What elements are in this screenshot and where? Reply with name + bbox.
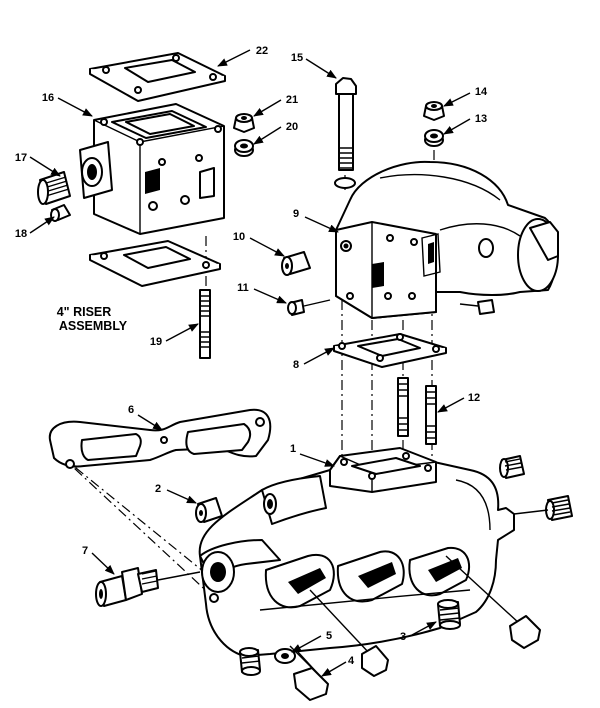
part-12-studs (397, 377, 437, 445)
callout-7: 7 (82, 545, 88, 557)
callout-12: 12 (468, 392, 480, 404)
callout-15: 15 (291, 52, 303, 64)
callout-21: 21 (286, 94, 298, 106)
part-4-bolt (289, 645, 329, 701)
part-22-top-riser-gasket (89, 52, 226, 102)
callout-6: 6 (128, 404, 134, 416)
part-6-manifold-gasket (48, 408, 272, 469)
part-19-stud (199, 289, 211, 359)
manifold-right-plug-lower (513, 495, 573, 521)
callout-13: 13 (475, 113, 487, 125)
part-20-washer (234, 139, 254, 157)
callout-16: 16 (42, 92, 54, 104)
part-17-pipe-plug (37, 171, 71, 205)
elbow-side-screw (459, 299, 495, 315)
callout-19: 19 (150, 336, 162, 348)
part-7-fitting (95, 567, 201, 607)
callout-11: 11 (237, 282, 249, 294)
part-16-riser-body (79, 103, 225, 235)
part-18-small-plug (50, 204, 71, 222)
callout-18: 18 (15, 228, 27, 240)
part-3-bottom-plug (437, 599, 461, 630)
callout-9: 9 (293, 208, 299, 220)
callout-17: 17 (15, 152, 27, 164)
callout-14: 14 (475, 86, 488, 98)
part-13-washer (424, 129, 444, 147)
part-15-bolt (334, 77, 357, 189)
part-14-nut (423, 101, 445, 121)
riser-bottom-gasket (89, 240, 221, 287)
callout-8: 8 (293, 359, 299, 371)
callout-5: 5 (326, 630, 332, 642)
part-21-nut (233, 113, 255, 133)
part-1-exhaust-manifold (198, 447, 515, 657)
manifold-bottom-left-plug (239, 647, 261, 676)
callout-3: 3 (400, 631, 406, 643)
manifold-right-plug-upper (499, 455, 525, 479)
part-2-pipe-plug (195, 497, 223, 523)
riser-assembly-label-line1: 4" RISER (57, 305, 112, 319)
callout-22: 22 (256, 45, 268, 57)
riser-assembly-label-line2: ASSEMBLY (59, 319, 128, 333)
manifold-long-bolts (309, 555, 541, 677)
part-9-exhaust-elbow (335, 160, 559, 319)
callout-4: 4 (348, 655, 355, 667)
part-5-lock-washer (274, 648, 296, 664)
part-10-pipe-plug (281, 251, 311, 276)
callout-numbers: 1 2 3 4 5 6 7 8 9 10 11 12 13 14 15 16 1… (15, 45, 488, 667)
callout-leaders (29, 49, 471, 677)
part-8-elbow-gasket (333, 333, 447, 368)
part-11-screw (287, 299, 331, 316)
callout-2: 2 (155, 483, 161, 495)
callout-20: 20 (286, 121, 298, 133)
callout-10: 10 (233, 231, 245, 243)
callout-1: 1 (290, 443, 296, 455)
